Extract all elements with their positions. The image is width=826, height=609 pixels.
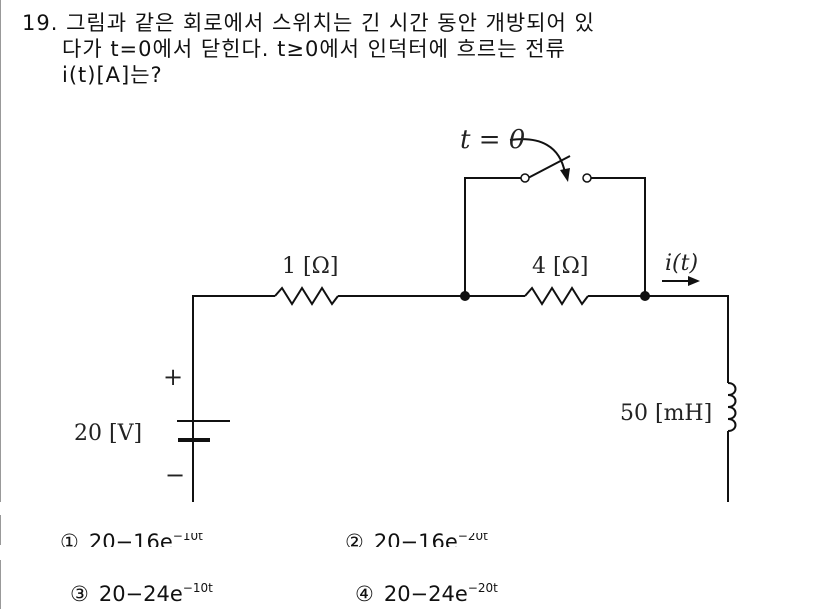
- source-label: 20 [V]: [74, 421, 142, 446]
- option-4[interactable]: ④ 20−24e−20t: [355, 575, 640, 607]
- current-label: i(t): [665, 251, 698, 276]
- resistor-1: [274, 286, 339, 306]
- question-text: 19. 그림과 같은 회로에서 스위치는 긴 시간 동안 개방되어 있 다가 t…: [22, 10, 812, 88]
- option-2-mark: ②: [345, 533, 364, 547]
- question-stem-1: 그림과 같은 회로에서 스위치는 긴 시간 동안 개방되어 있: [66, 11, 595, 35]
- option-2-exponent: −20t: [457, 533, 488, 543]
- wire-right: [588, 295, 729, 383]
- wire-left: [192, 295, 275, 502]
- plus-sign: +: [163, 363, 183, 391]
- question-line-1: 19. 그림과 같은 회로에서 스위치는 긴 시간 동안 개방되어 있: [22, 10, 812, 36]
- option-3-mark: ③: [70, 582, 89, 606]
- switch-arrow: [509, 138, 566, 174]
- left-border: [0, 0, 1, 502]
- switch-label: t = 0: [460, 125, 525, 155]
- question-line-3: i(t)[A]는?: [62, 63, 163, 87]
- junction-node-left: [460, 291, 470, 301]
- option-1-exponent: −10t: [172, 533, 203, 543]
- question-number: 19.: [22, 11, 59, 35]
- option-4-base: 20−24e: [383, 582, 468, 606]
- option-1[interactable]: ① 20−16e−10t: [60, 533, 345, 547]
- option-3-exponent: −10t: [182, 581, 213, 595]
- switch-branch-left: [464, 177, 522, 296]
- minus-sign: −: [165, 461, 185, 489]
- junction-node-right: [640, 291, 650, 301]
- inductor: [727, 382, 737, 432]
- option-4-exponent: −20t: [467, 581, 498, 595]
- option-3[interactable]: ③ 20−24e−10t: [70, 575, 355, 607]
- question-line-2: 다가 t=0에서 닫힌다. t≥0에서 인덕터에 흐르는 전류: [62, 37, 566, 61]
- resistor-2: [524, 286, 589, 306]
- r2-label: 4 [Ω]: [532, 254, 588, 279]
- inductor-label: 50 [mH]: [620, 401, 712, 426]
- switch-blade: [527, 155, 571, 179]
- option-3-base: 20−24e: [98, 582, 183, 606]
- left-border: [0, 560, 1, 609]
- current-arrowhead: [688, 276, 700, 286]
- option-1-mark: ①: [60, 533, 79, 547]
- option-1-base: 20−16e: [88, 533, 173, 547]
- switch-branch-right: [590, 177, 646, 296]
- option-4-mark: ④: [355, 582, 374, 606]
- option-2[interactable]: ② 20−16e−20t: [345, 533, 630, 547]
- r1-label: 1 [Ω]: [282, 254, 338, 279]
- circuit-diagram: t = 0 1 [Ω] 4 [Ω] i(t) 20 [V] + − 50 [mH…: [74, 125, 737, 502]
- left-border: [0, 515, 1, 545]
- option-2-base: 20−16e: [373, 533, 458, 547]
